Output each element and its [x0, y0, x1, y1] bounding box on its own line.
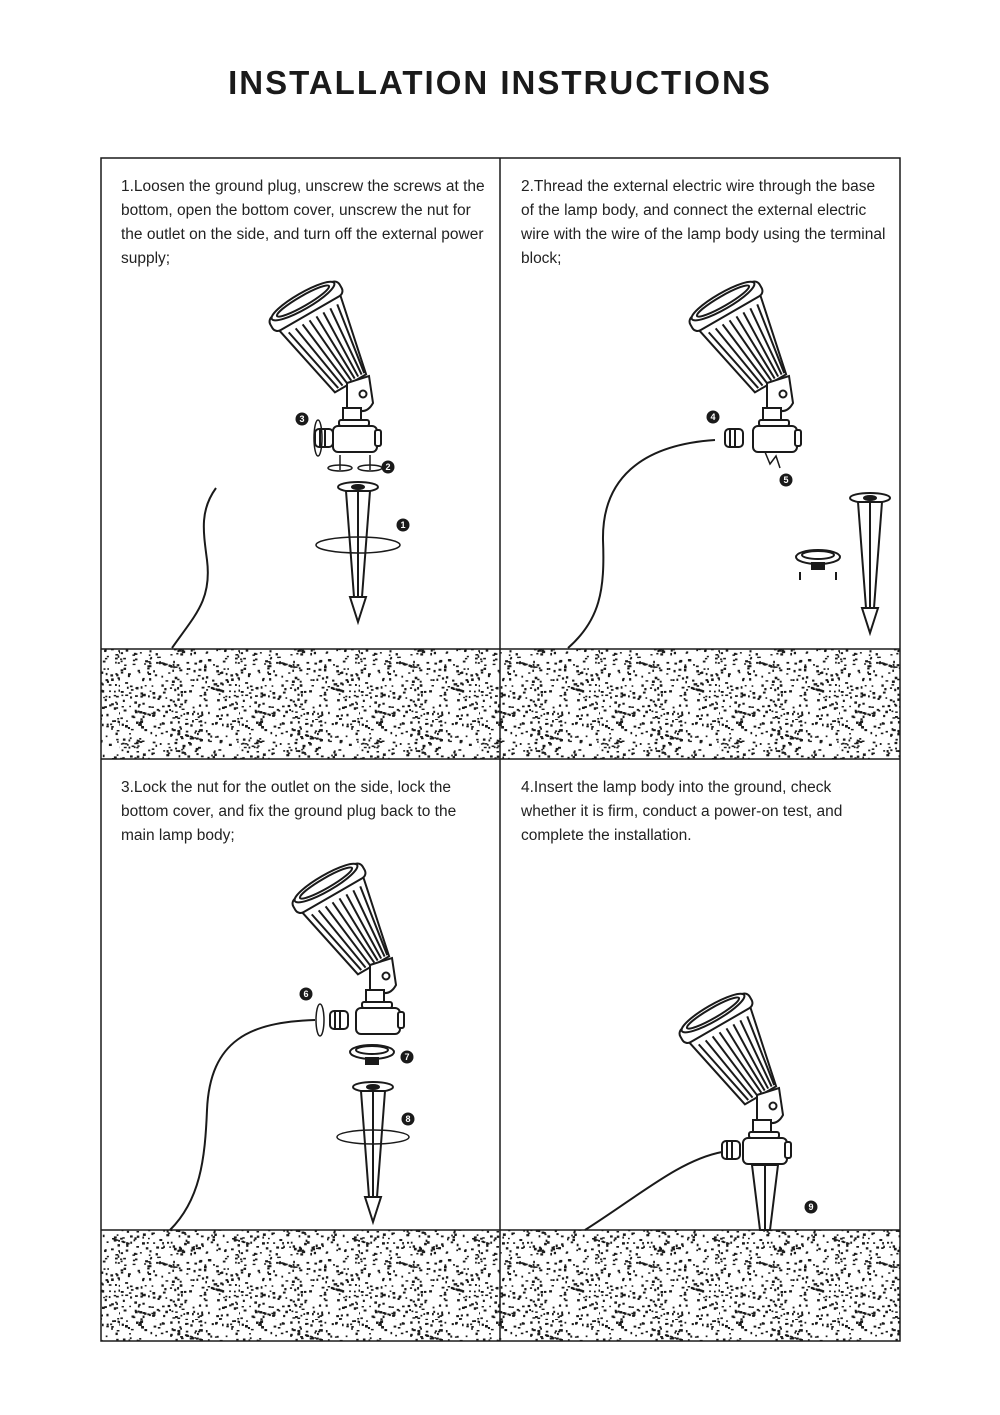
bottom-cover-icon	[349, 1044, 395, 1065]
svg-text:3: 3	[299, 414, 304, 424]
step-3-illustration	[169, 855, 410, 1231]
callout-7: 7	[400, 1050, 414, 1064]
step-4-text: 4.Insert the lamp body into the ground, …	[521, 779, 843, 844]
lamp-icon	[673, 985, 797, 1165]
callout-2: 2	[381, 460, 395, 474]
callout-9: 9	[804, 1200, 818, 1214]
ground-stake-icon	[352, 1081, 394, 1223]
step-1-illustration	[171, 273, 401, 649]
svg-text:4: 4	[710, 412, 715, 422]
callout-8: 8	[401, 1112, 415, 1126]
nut-icon	[721, 1140, 741, 1160]
step-1-text: 1.Loosen the ground plug, unscrew the sc…	[121, 178, 485, 267]
page-title: INSTALLATION INSTRUCTIONS	[228, 64, 772, 101]
step-4-illustration	[584, 985, 797, 1231]
bottom-cover-icon	[795, 549, 841, 570]
nut-icon	[329, 1010, 349, 1030]
svg-text:1: 1	[400, 520, 405, 530]
callout-1: 1	[396, 518, 410, 532]
lamp-icon	[286, 855, 410, 1035]
svg-text:8: 8	[405, 1114, 410, 1124]
callout-5: 5	[779, 473, 793, 487]
lamp-icon	[683, 273, 807, 453]
lamp-icon	[263, 273, 387, 453]
svg-text:9: 9	[808, 1202, 813, 1212]
svg-text:5: 5	[783, 475, 788, 485]
step-2-illustration	[567, 273, 891, 649]
callout-3: 3	[295, 412, 309, 426]
ground-stake-icon	[849, 492, 891, 634]
svg-text:2: 2	[385, 462, 390, 472]
callout-4: 4	[706, 410, 720, 424]
step-2-text: 2.Thread the external electric wire thro…	[521, 178, 886, 267]
step-3-text: 3.Lock the nut for the outlet on the sid…	[121, 779, 457, 844]
svg-text:7: 7	[404, 1052, 409, 1062]
svg-text:6: 6	[303, 989, 308, 999]
nut-icon	[314, 428, 334, 448]
nut-icon	[724, 428, 744, 448]
callout-6: 6	[299, 987, 313, 1001]
